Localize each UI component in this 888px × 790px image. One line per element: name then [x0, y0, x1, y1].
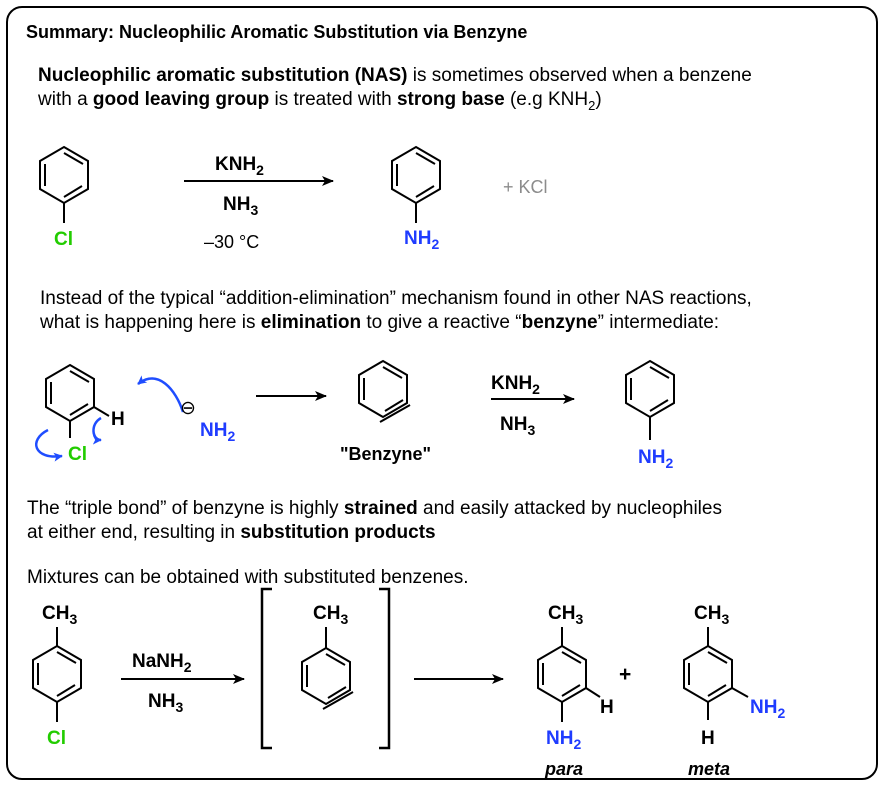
chlorobenzene-ring-2: [45, 363, 110, 438]
mechanism-hydrogen-label: H: [111, 409, 125, 430]
para-product-ring: [537, 627, 601, 722]
reaction2-reagent-knh2: KNH2: [491, 373, 540, 397]
benzyne-label: "Benzyne": [340, 444, 431, 464]
methylbenzyne-ring: [301, 627, 354, 710]
reaction1-solvent-nh3: NH3: [223, 194, 258, 218]
para-label: para: [544, 759, 583, 779]
reaction3-solvent-nh3: NH3: [148, 691, 183, 715]
aniline-amine-label-1: NH2: [404, 228, 439, 252]
byproduct-kcl: + KCl: [503, 177, 548, 197]
strain-term-substitution-products: substitution products: [240, 522, 436, 543]
summary-frame: [6, 6, 878, 780]
mechanism-chlorine-label: Cl: [68, 444, 87, 465]
meta-product-ring: [683, 627, 749, 720]
intro-term-nas: Nucleophilic aromatic substitution (NAS): [38, 65, 408, 86]
chlorobenzene-ring: [39, 145, 89, 223]
negative-charge-icon: ⊖: [180, 398, 196, 419]
strain-line-2: at either end, resulting in substitution…: [27, 522, 436, 543]
para-product-amine-label: NH2: [546, 728, 581, 752]
aniline-amine-label-2: NH2: [638, 447, 673, 471]
toluene-methyl-label: CH3: [42, 603, 77, 627]
methylbenzyne-methyl-label: CH3: [313, 603, 348, 627]
reaction2-solvent-nh3: NH3: [500, 414, 535, 438]
meta-product-methyl-label: CH3: [694, 603, 729, 627]
reaction3-reagent-nanh2: NaNH2: [132, 651, 192, 675]
electron-push-arrow-leaving-group: [35, 428, 63, 462]
aniline-ring-2: [625, 359, 675, 440]
benzyne-ring: [358, 359, 411, 423]
intro-term-strong-base: strong base: [396, 89, 505, 110]
para-product-methyl-label: CH3: [548, 603, 583, 627]
mechanism-line-1: Instead of the typical “addition-elimina…: [40, 288, 752, 309]
strain-term-strained: strained: [343, 498, 418, 519]
mechanism-term-elimination: elimination: [260, 312, 362, 333]
page-title: Summary: Nucleophilic Aromatic Substitut…: [26, 22, 528, 42]
mixture-text: Mixtures can be obtained with substitute…: [27, 567, 469, 588]
para-product-hydrogen-label: H: [600, 697, 614, 718]
product-plus-sign: +: [619, 663, 631, 686]
reaction1-reagent-knh2: KNH2: [215, 154, 264, 178]
reaction1-temperature: –30 °C: [204, 232, 259, 252]
intermediate-bracket: [260, 587, 391, 750]
intro-line-1: Nucleophilic aromatic substitution (NAS)…: [38, 65, 752, 86]
electron-push-arrow-ch-bond: [92, 416, 102, 445]
electron-push-arrow-base: [137, 375, 185, 413]
chlorine-label: Cl: [54, 229, 73, 250]
aniline-ring-1: [391, 145, 441, 223]
strain-line-1: The “triple bond” of benzyne is highly s…: [27, 498, 722, 519]
mechanism-term-benzyne: benzyne: [521, 312, 598, 333]
chlorotoluene-chlorine-label: Cl: [47, 728, 66, 749]
meta-product-hydrogen-label: H: [701, 728, 715, 749]
intro-line-2: with a good leaving group is treated wit…: [38, 89, 602, 113]
intro-term-leaving-group: good leaving group: [92, 89, 270, 110]
meta-label: meta: [688, 759, 730, 779]
meta-product-amine-label: NH2: [750, 697, 785, 721]
amide-nucleophile-label: NH2: [200, 420, 235, 444]
mechanism-line-2: what is happening here is elimination to…: [40, 312, 720, 333]
chlorotoluene-ring: [32, 627, 82, 722]
